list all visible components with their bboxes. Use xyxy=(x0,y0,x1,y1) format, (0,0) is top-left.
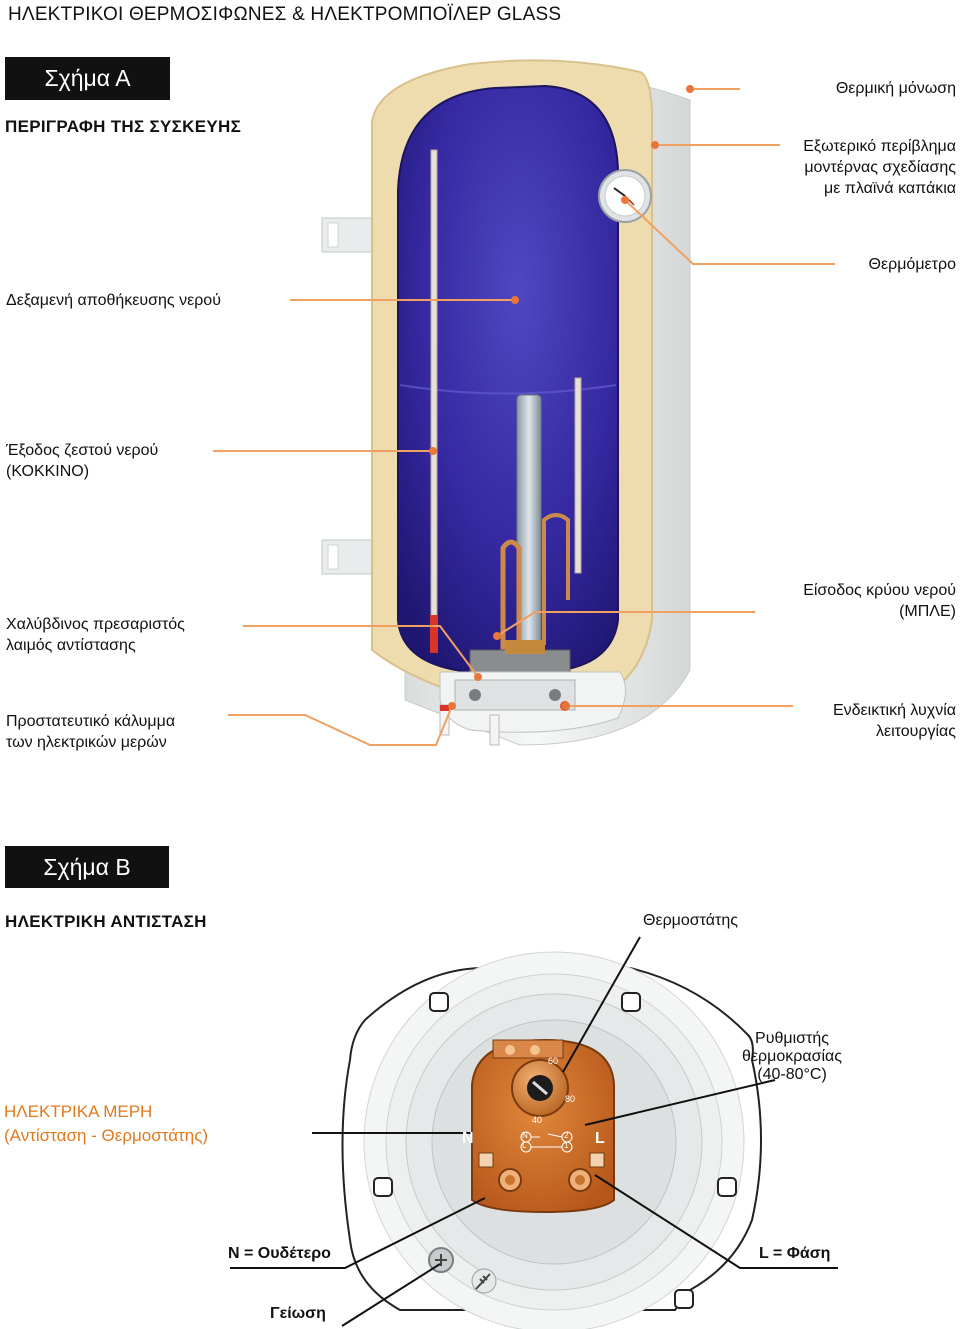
label-element-neck: Χαλύβδινος πρεσαριστός λαιμός αντίστασης xyxy=(6,614,185,656)
label-thermostat-text: Θερμοστάτης xyxy=(643,912,738,929)
plate-letter-l: L xyxy=(595,1130,605,1147)
label-thermostat: Θερμοστάτης xyxy=(643,910,738,931)
terminal-2: 2 xyxy=(564,1131,569,1140)
wall-bracket-bottom xyxy=(321,539,373,575)
label-electrical-parts-line1: ΗΛΕΚΤΡΙΚΑ ΜΕΡΗ xyxy=(4,1102,153,1121)
label-element-neck-line2: λαιμός αντίστασης xyxy=(6,637,136,654)
label-earth-text: Γείωση xyxy=(270,1305,326,1322)
terminal-n: N xyxy=(522,1131,528,1140)
leader-dots-a xyxy=(429,85,694,710)
label-indicator-lamp-line1: Ενδεικτική λυχνία xyxy=(832,702,956,719)
label-protective-cover-line1: Προστατευτικό κάλυμμα xyxy=(6,713,176,730)
figure-b-label: Σχήμα Β xyxy=(5,846,169,888)
hot-outlet-pipe xyxy=(430,149,438,651)
figure-b-heading: ΗΛΕΚΤΡΙΚΗ ΑΝΤΙΣΤΑΣΗ xyxy=(5,912,207,931)
label-temp-regulator-line3: (40-80°C) xyxy=(757,1066,827,1083)
terminal-1: 1 xyxy=(564,1141,569,1150)
earth-symbol-icon xyxy=(471,1268,497,1294)
label-indicator-lamp-line2: λειτουργίας xyxy=(875,723,956,740)
label-temp-regulator: Ρυθμιστής θερμοκρασίας (40-80°C) xyxy=(722,1030,862,1084)
label-neutral: N = Ουδέτερο xyxy=(228,1243,331,1264)
leader-lines-a xyxy=(213,88,835,746)
label-protective-cover-line2: των ηλεκτρικών μερών xyxy=(6,734,167,751)
label-outer-casing-line1: Εξωτερικό περίβλημα xyxy=(803,138,956,155)
cold-inlet-pipe xyxy=(574,377,582,574)
label-phase: L = Φάση xyxy=(759,1243,830,1264)
thermostat-body xyxy=(471,1038,615,1214)
label-protective-cover: Προστατευτικό κάλυμμα των ηλεκτρικών μερ… xyxy=(6,711,175,753)
label-outer-casing-line3: με πλαϊνά καπάκια xyxy=(823,180,956,197)
figure-a-label-text: Σχήμα Α xyxy=(44,65,131,91)
label-outer-casing-line2: μοντέρνας σχεδίασης xyxy=(804,159,956,176)
label-element-neck-line1: Χαλύβδινος πρεσαριστός xyxy=(6,616,185,633)
dial-mark-60: 60 xyxy=(548,1056,559,1066)
figure-a-label: Σχήμα Α xyxy=(5,57,170,100)
figure-a-heading: ΠΕΡΙΓΡΑΦΗ ΤΗΣ ΣΥΣΚΕΥΗΣ xyxy=(5,117,242,136)
label-storage-tank-text: Δεξαμενή αποθήκευσης νερού xyxy=(6,292,221,309)
leader-lines-b xyxy=(230,936,838,1327)
label-neutral-text: N = Ουδέτερο xyxy=(228,1245,331,1262)
label-hot-outlet-line1: Έξοδος ζεστού νερού xyxy=(6,442,159,459)
label-electrical-parts: ΗΛΕΚΤΡΙΚΑ ΜΕΡΗ (Αντίσταση - Θερμοστάτης) xyxy=(4,1100,208,1148)
page-title: ΗΛΕΚΤΡΙΚΟΙ ΘΕΡΜΟΣΙΦΩΝΕΣ & ΗΛΕΚΤΡΟΜΠΟΪΛΕΡ… xyxy=(8,4,562,25)
label-indicator-lamp: Ενδεικτική λυχνία λειτουργίας xyxy=(833,700,956,742)
terminal-l: L xyxy=(522,1141,527,1150)
label-outer-casing: Εξωτερικό περίβλημα μοντέρνας σχεδίασης … xyxy=(803,136,956,199)
label-electrical-parts-line2: (Αντίσταση - Θερμοστάτης) xyxy=(4,1126,209,1145)
label-cold-inlet-line2: (ΜΠΛΕ) xyxy=(899,603,956,620)
label-cold-inlet-line1: Είσοδος κρύου νερού xyxy=(803,582,956,599)
label-temp-regulator-line2: θερμοκρασίας xyxy=(742,1048,842,1065)
label-phase-text: L = Φάση xyxy=(759,1245,831,1262)
water-tank xyxy=(397,84,619,673)
label-hot-outlet-line2: (ΚΟΚΚΙΝΟ) xyxy=(6,463,90,480)
label-thermometer: Θερμόμετρο xyxy=(869,254,956,275)
label-temp-regulator-line1: Ρυθμιστής xyxy=(755,1030,829,1047)
dial-mark-40: 40 xyxy=(532,1115,543,1125)
label-thermometer-text: Θερμόμετρο xyxy=(868,256,956,273)
plate-letter-n: N xyxy=(462,1130,474,1147)
label-thermal-insulation-text: Θερμική μόνωση xyxy=(835,80,956,97)
label-storage-tank: Δεξαμενή αποθήκευσης νερού xyxy=(6,290,221,311)
wall-bracket-top xyxy=(321,217,373,253)
label-earth: Γείωση xyxy=(270,1303,326,1324)
dial-mark-80: 80 xyxy=(565,1094,576,1104)
figure-b-label-text: Σχήμα Β xyxy=(43,853,131,880)
label-thermal-insulation: Θερμική μόνωση xyxy=(836,78,956,99)
label-cold-inlet: Είσοδος κρύου νερού (ΜΠΛΕ) xyxy=(803,580,956,622)
heating-element xyxy=(500,539,522,650)
label-hot-outlet: Έξοδος ζεστού νερού (ΚΟΚΚΙΝΟ) xyxy=(6,440,158,482)
